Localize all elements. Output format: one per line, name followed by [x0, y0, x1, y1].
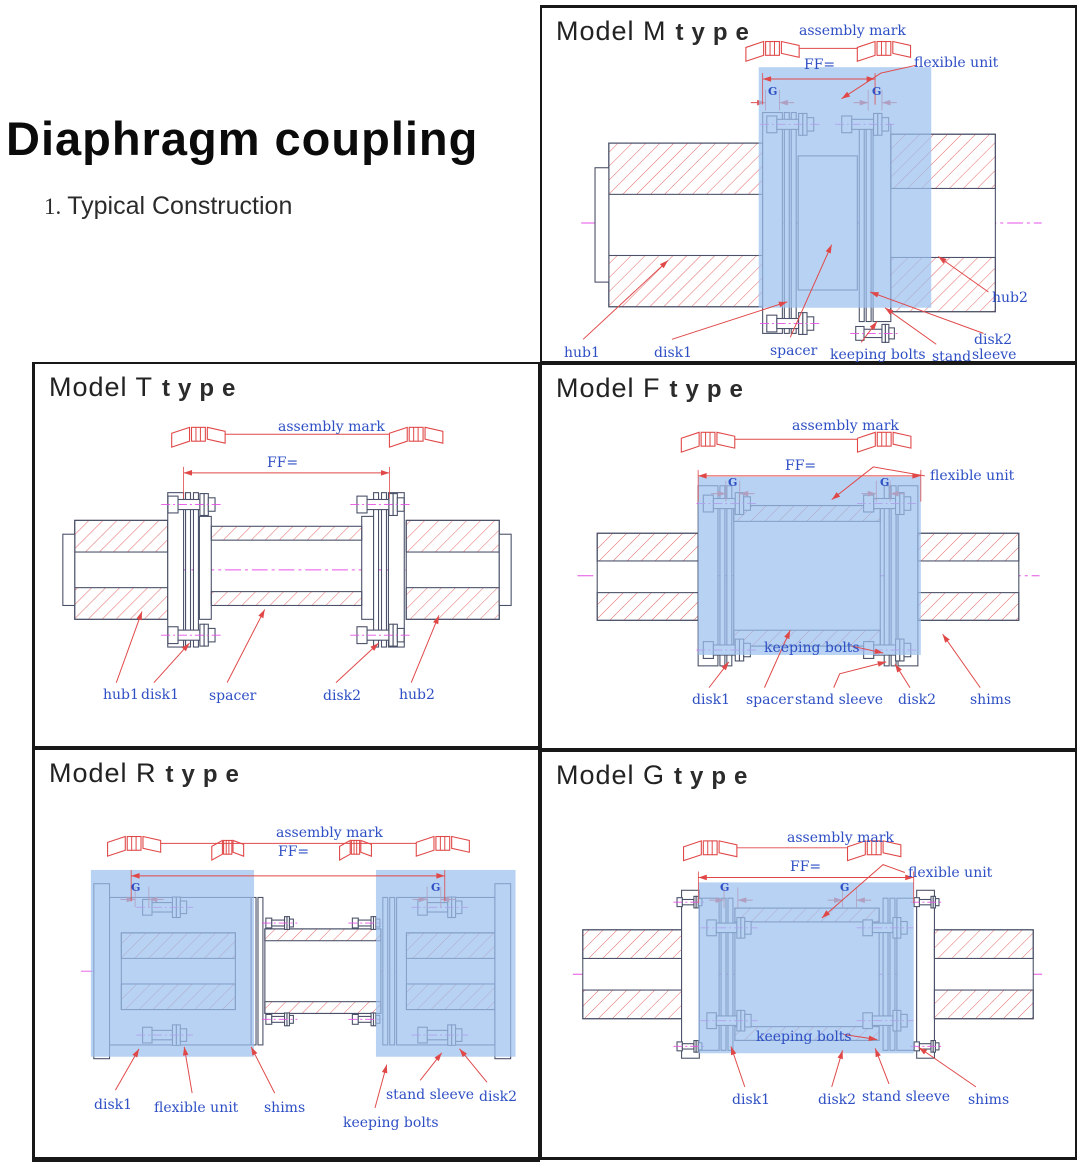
- panel-model-m: Model M type assembly mark FF= G G flexib…: [540, 5, 1077, 365]
- label-assembly-mark: assembly mark: [787, 830, 894, 846]
- panel-m-heading: Model M type: [556, 16, 757, 47]
- panel-t-type-label: type: [162, 375, 244, 402]
- label-keeping-bolts: keeping bolts: [764, 640, 860, 656]
- page-title: Diaphragm coupling: [6, 112, 479, 166]
- panel-t-heading: Model T type: [49, 372, 243, 403]
- panel-g-type-label: type: [674, 763, 756, 790]
- label-keeping-bolts: keeping bolts: [756, 1029, 852, 1045]
- label-flexible-unit: flexible unit: [154, 1100, 239, 1116]
- label-spacer: spacer: [746, 692, 794, 708]
- label-disk1: disk1: [141, 687, 180, 703]
- label-spacer: spacer: [770, 343, 818, 359]
- label-sleeve: sleeve: [972, 347, 1017, 363]
- label-ff-dimension: FF=: [278, 844, 310, 860]
- label-hub2: hub2: [992, 290, 1028, 306]
- panel-g-model-label: Model G: [556, 760, 666, 790]
- label-ff-dimension: FF=: [790, 859, 822, 875]
- label-g-dim-left: G: [131, 881, 141, 894]
- label-ff-dimension: FF=: [804, 57, 836, 73]
- label-stand: stand: [932, 349, 972, 365]
- label-g-dim-left: G: [768, 85, 778, 98]
- label-g-dim-left: G: [728, 476, 738, 489]
- coupling-drawing-m: [581, 40, 1042, 345]
- panel-g-heading: Model G type: [556, 760, 755, 791]
- panel-t-model-label: Model T: [49, 372, 154, 402]
- label-keeping-bolts: keeping bolts: [830, 347, 926, 363]
- label-hub1: hub1: [103, 687, 139, 703]
- panel-r-type-label: type: [165, 761, 247, 788]
- label-shims: shims: [968, 1092, 1010, 1108]
- label-shims: shims: [264, 1100, 306, 1116]
- panel-r-model-label: Model R: [49, 758, 157, 788]
- label-g-dim-left: G: [720, 881, 730, 894]
- label-disk2: disk2: [818, 1092, 857, 1108]
- label-assembly-mark: assembly mark: [276, 825, 383, 841]
- panel-model-t: Model T type assembly mark FF= hub1 disk1…: [32, 362, 540, 748]
- label-disk2: disk2: [974, 332, 1013, 348]
- label-flexible-unit: flexible unit: [914, 55, 999, 71]
- label-g-dim-right: G: [880, 476, 890, 489]
- label-disk2: disk2: [479, 1089, 518, 1105]
- coupling-drawing-r: [81, 835, 516, 1108]
- label-assembly-mark: assembly mark: [799, 23, 906, 39]
- panel-model-g: Model G type assembly mark FF= G G flexib…: [540, 750, 1077, 1160]
- label-disk2: disk2: [323, 688, 362, 704]
- label-flexible-unit: flexible unit: [908, 865, 993, 881]
- label-spacer: spacer: [209, 688, 257, 704]
- label-hub1: hub1: [564, 345, 600, 361]
- coupling-drawing-f: [577, 431, 1040, 688]
- label-stand-sleeve: stand sleeve: [386, 1087, 475, 1103]
- panel-m-model-label: Model M: [556, 16, 667, 46]
- label-flexible-unit: flexible unit: [930, 468, 1015, 484]
- label-g-dim-right: G: [431, 881, 441, 894]
- panel-f-heading: Model F type: [556, 373, 751, 404]
- label-disk1: disk1: [732, 1092, 771, 1108]
- subtitle-number: 1.: [44, 194, 62, 219]
- coupling-drawing-g: [572, 840, 1043, 1088]
- label-g-dim-right: G: [872, 85, 882, 98]
- label-g-dim-right: G: [840, 881, 850, 894]
- label-ff-dimension: FF=: [267, 455, 299, 471]
- label-hub2: hub2: [399, 687, 435, 703]
- label-stand-sleeve: stand sleeve: [862, 1089, 951, 1105]
- panel-m-type-label: type: [675, 19, 757, 46]
- label-assembly-mark: assembly mark: [792, 418, 899, 434]
- label-stand-sleeve: stand sleeve: [795, 692, 884, 708]
- label-assembly-mark: assembly mark: [278, 419, 385, 435]
- page-subtitle: 1.Typical Construction: [44, 192, 292, 221]
- panel-f-model-label: Model F: [556, 373, 661, 403]
- label-disk1: disk1: [692, 692, 731, 708]
- label-ff-dimension: FF=: [785, 458, 817, 474]
- label-disk2: disk2: [898, 692, 937, 708]
- panel-model-f: Model F type assembly mark FF= G G flexib…: [540, 363, 1077, 750]
- label-disk1: disk1: [654, 345, 693, 361]
- label-shims: shims: [970, 692, 1012, 708]
- subtitle-text: Typical Construction: [67, 192, 293, 220]
- label-disk1: disk1: [94, 1097, 133, 1113]
- panel-f-type-label: type: [669, 376, 751, 403]
- coupling-drawing-t: [62, 426, 512, 684]
- panel-r-heading: Model R type: [49, 758, 247, 789]
- label-keeping-bolts: keeping bolts: [343, 1115, 439, 1131]
